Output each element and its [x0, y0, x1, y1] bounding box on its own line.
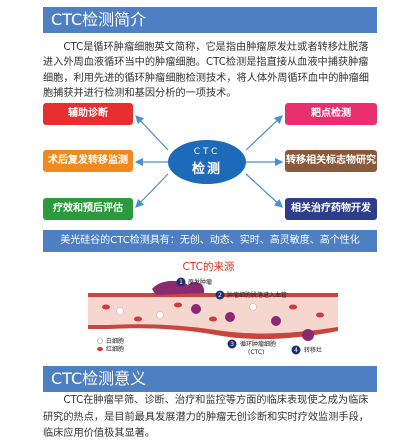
pill-label: 耙点检测	[311, 108, 351, 119]
primary-tumor	[152, 280, 205, 295]
metastasis-focus	[302, 329, 314, 341]
significance-section-header: CTC检测意义	[43, 366, 377, 392]
arrow-to-diagnosis	[135, 115, 169, 151]
arrow-to-efficacy	[135, 173, 169, 208]
pill-label: 辅助诊断	[68, 108, 108, 119]
tumor-cell	[271, 316, 281, 326]
intro-paragraph: CTC是循环肿瘤细胞英文简称，它是指由肿瘤原发灶或者转移灶脱落进入外周血液循环当…	[43, 42, 369, 99]
label-shedding: 肿瘤细胞脱落进入血管	[227, 291, 287, 299]
red-blood-cell	[102, 304, 110, 310]
significance-paragraph: CTC在肿瘤早筛、诊断、治疗和监控等方面的临床表现使之成为临床研究的热点，是目前…	[43, 395, 369, 439]
intro-section-header: CTC检测简介	[43, 7, 377, 33]
label-metastasis: 转移灶	[304, 346, 322, 354]
pill-label: 相关治疗药物开发	[291, 203, 371, 214]
white-blood-cell	[249, 303, 257, 311]
step-1-number: 1	[179, 279, 183, 286]
step-1-marker	[176, 277, 186, 287]
arrow-to-target	[245, 115, 283, 151]
legend-rbc-icon	[97, 347, 103, 351]
pill-assisted-diagnosis: 辅助诊断	[43, 103, 133, 125]
legend-wbc-icon	[97, 338, 103, 344]
connector-arrows	[134, 115, 284, 208]
red-blood-cell	[289, 304, 297, 310]
step-3-marker	[227, 339, 237, 349]
red-blood-cell	[209, 316, 217, 322]
center-line2: 检测	[191, 162, 222, 177]
pill-metastasis-markers: 转移相关标志物研究	[285, 150, 377, 172]
red-blood-cell	[134, 316, 142, 322]
arrow-to-drugs	[245, 173, 283, 208]
significance-section-title: CTC检测意义	[51, 369, 147, 388]
intro-section-title: CTC检测简介	[51, 10, 147, 29]
pill-label: 术后复发转移监测	[48, 155, 128, 166]
step-4-number: 4	[294, 347, 298, 354]
pill-efficacy-prognosis: 疗效和预后评估	[43, 198, 133, 220]
pill-target-detection: 耙点检测	[285, 103, 377, 125]
ctc-detection-center: CTC 检测	[168, 140, 246, 184]
pill-drug-development: 相关治疗药物开发	[285, 198, 377, 220]
label-ctc-abbr: (CTC)	[248, 349, 264, 356]
red-blood-cell	[316, 312, 324, 318]
step-3-number: 3	[230, 341, 234, 348]
pill-label: 转移相关标志物研究	[286, 155, 376, 166]
ctc-source-diagram: 1 原发肿瘤 2 肿瘤细胞脱落进入血管 3 循环肿瘤细胞 (CTC) 4 转移灶…	[88, 277, 338, 356]
red-blood-cell	[174, 302, 182, 308]
step-2-marker	[215, 290, 225, 300]
white-blood-cell	[156, 311, 164, 319]
legend-rbc-label: 红细胞	[106, 345, 124, 353]
white-blood-cell	[116, 307, 124, 315]
pill-label: 疗效和预后评估	[53, 203, 123, 214]
step-2-number: 2	[218, 292, 222, 299]
step-4-marker	[291, 345, 301, 355]
label-ctc: 循环肿瘤细胞	[240, 340, 276, 348]
pill-recurrence-monitoring: 术后复发转移监测	[43, 150, 133, 172]
legend-wbc-label: 白细胞	[106, 337, 124, 345]
label-primary-tumor: 原发肿瘤	[188, 278, 212, 286]
ctc-source-title: CTC的来源	[182, 261, 235, 273]
center-line1: CTC	[193, 147, 221, 157]
tumor-cell	[191, 304, 201, 314]
features-banner: 美光硅谷的CTC检测具有：无创、动态、实时、高灵敏度、高个性化	[43, 230, 377, 252]
features-banner-text: 美光硅谷的CTC检测具有：无创、动态、实时、高灵敏度、高个性化	[60, 235, 360, 246]
tumor-cell	[225, 312, 235, 322]
